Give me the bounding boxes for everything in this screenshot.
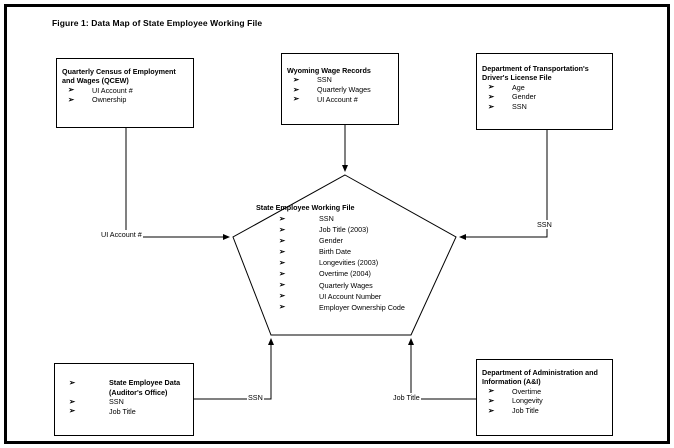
arrow-bullet-icon: ➢ <box>293 74 300 84</box>
arrow-bullet-icon: ➢ <box>488 405 495 415</box>
list-item: ➢ SSN <box>482 102 589 112</box>
list-item: ➢ Job Title <box>482 406 598 416</box>
arrow-bullet-icon: ➢ <box>293 84 300 94</box>
field-label: Birth Date <box>319 247 351 257</box>
arrow-bullet-icon: ➢ <box>279 224 286 234</box>
list-item: ➢ Gender <box>482 92 589 102</box>
field-label: SSN <box>317 75 332 85</box>
field-label: UI Account # <box>92 85 133 95</box>
list-item: ➢ Quarterly Wages <box>241 280 471 291</box>
node-dot-field-list: ➢ Age ➢ Gender ➢ SSN <box>482 82 589 112</box>
node-dot-title-line1: Department of Transportation's <box>482 64 589 73</box>
list-item: ➢ Birth Date <box>241 246 471 257</box>
arrow-bullet-icon: ➢ <box>279 213 286 223</box>
field-label: SSN <box>109 397 124 407</box>
field-label: Overtime <box>512 386 542 396</box>
node-state-employee-data-auditors-office[interactable]: ➢State Employee Data ➢(Auditor's Office)… <box>54 363 194 436</box>
edge-label-ai-job-title: Job Title <box>392 393 421 402</box>
arrow-bullet-icon: ➢ <box>293 94 300 104</box>
arrow-bullet-icon: ➢ <box>488 395 495 405</box>
arrow-bullet-icon: ➢ <box>279 235 286 245</box>
figure-title: Figure 1: Data Map of State Employee Wor… <box>52 18 263 28</box>
arrow-bullet-icon: ➢ <box>279 280 286 290</box>
arrow-bullet-icon: ➢ <box>68 94 75 104</box>
arrow-bullet-icon: ➢ <box>69 377 76 387</box>
list-item: ➢ Overtime (2004) <box>241 268 471 279</box>
list-item: ➢ Employer Ownership Code <box>241 302 471 313</box>
field-label: Quarterly Wages <box>319 280 373 290</box>
node-dot-title-line2: Driver's License File <box>482 73 552 83</box>
list-item: ➢ UI Account Number <box>241 291 471 302</box>
arrow-bullet-icon: ➢ <box>488 91 495 101</box>
arrow-bullet-icon: ➢ <box>488 82 495 92</box>
list-item: ➢ UI Account # <box>287 94 371 105</box>
list-item: ➢ UI Account # <box>62 85 176 96</box>
field-label: Job Title (2003) <box>319 225 369 235</box>
field-label: SSN <box>512 102 527 111</box>
node-qcew-field-list: ➢ UI Account # ➢ Ownership <box>62 85 176 105</box>
arrow-bullet-icon: ➢ <box>279 246 286 256</box>
arrow-bullet-icon: ➢ <box>69 396 76 406</box>
arrow-bullet-icon: ➢ <box>69 406 76 416</box>
arrow-bullet-icon: ➢ <box>279 257 286 267</box>
field-label: Longevities (2003) <box>319 258 379 268</box>
central-node-state-employee-working-file[interactable]: State Employee Working File ➢ SSN ➢ Job Ti… <box>178 168 508 348</box>
list-item: ➢ Longevity <box>482 396 598 406</box>
list-item: ➢ SSN <box>287 75 371 85</box>
field-label: Job Title <box>512 406 539 415</box>
field-label: UI Account # <box>317 94 358 104</box>
list-item: ➢ Job Title (2003) <box>241 224 471 235</box>
node-wyoming-title: Wyoming Wage Records <box>287 66 371 75</box>
field-label: Quarterly Wages <box>317 85 371 94</box>
list-item: ➢ State Employee Data <box>55 378 180 388</box>
node-auditor-title-line1: State Employee Data <box>109 378 181 387</box>
field-label: Overtime (2004) <box>319 269 371 279</box>
field-label: Job Title <box>109 406 136 416</box>
arrow-bullet-icon: ➢ <box>488 386 495 396</box>
field-label: Longevity <box>512 396 543 406</box>
field-label: Gender <box>512 92 536 102</box>
arrow-bullet-icon: ➢ <box>279 268 286 278</box>
node-wyoming-wage-records[interactable]: Wyoming Wage Records ➢ SSN ➢ Quarterly Wag… <box>281 53 399 125</box>
arrow-bullet-icon: ➢ <box>68 85 75 95</box>
list-item: ➢ Quarterly Wages <box>287 85 371 95</box>
list-item: ➢(Auditor's Office) <box>55 388 180 398</box>
node-dot-drivers-license-file[interactable]: Department of Transportation's Driver's … <box>476 53 613 130</box>
field-label: Gender <box>319 236 343 246</box>
edge-label-auditor-ssn: SSN <box>247 393 264 402</box>
arrow-bullet-icon: ➢ <box>488 101 495 111</box>
node-qcew[interactable]: Quarterly Census of Employment and Wages… <box>56 58 194 128</box>
node-ai-field-list: ➢ Overtime ➢ Longevity ➢ Job Title <box>482 386 598 416</box>
node-qcew-title-line1: Quarterly Census of Employment <box>62 67 176 76</box>
node-ai-title-line1: Department of Administration and <box>482 368 598 377</box>
field-label: UI Account Number <box>319 291 382 301</box>
central-node-field-list: ➢ SSN ➢ Job Title (2003) ➢ Gender ➢ Birth Da… <box>241 213 471 313</box>
field-label: Age <box>512 82 525 92</box>
central-node-title: State Employee Working File <box>256 203 355 212</box>
list-item: ➢ Job Title <box>55 406 180 417</box>
arrow-bullet-icon: ➢ <box>279 291 286 301</box>
field-label: SSN <box>319 214 334 223</box>
list-item: ➢ SSN <box>241 213 471 224</box>
list-item: ➢ Longevities (2003) <box>241 257 471 268</box>
list-item: ➢ Overtime <box>482 386 598 397</box>
node-auditor-title-line2: (Auditor's Office) <box>109 387 168 397</box>
list-item: ➢ Ownership <box>62 95 176 105</box>
node-ai-title-line2: Information (A&I) <box>482 377 541 387</box>
list-item: ➢ Age <box>482 82 589 93</box>
node-qcew-title-line2: and Wages (QCEW) <box>62 76 129 86</box>
edge-label-qcew-ui-account: UI Account # <box>100 230 143 239</box>
arrow-bullet-icon: ➢ <box>279 302 286 312</box>
field-label: Ownership <box>92 95 127 105</box>
list-item: ➢ Gender <box>241 235 471 246</box>
node-department-of-administration-and-information[interactable]: Department of Administration and Informa… <box>476 359 613 436</box>
field-label: Employer Ownership Code <box>319 302 405 312</box>
edge-label-dot-ssn: SSN <box>536 220 553 229</box>
node-wyoming-field-list: ➢ SSN ➢ Quarterly Wages ➢ UI Account # <box>287 75 371 104</box>
node-auditor-field-list: ➢State Employee Data ➢(Auditor's Office)… <box>55 378 180 416</box>
list-item: ➢ SSN <box>55 397 180 407</box>
